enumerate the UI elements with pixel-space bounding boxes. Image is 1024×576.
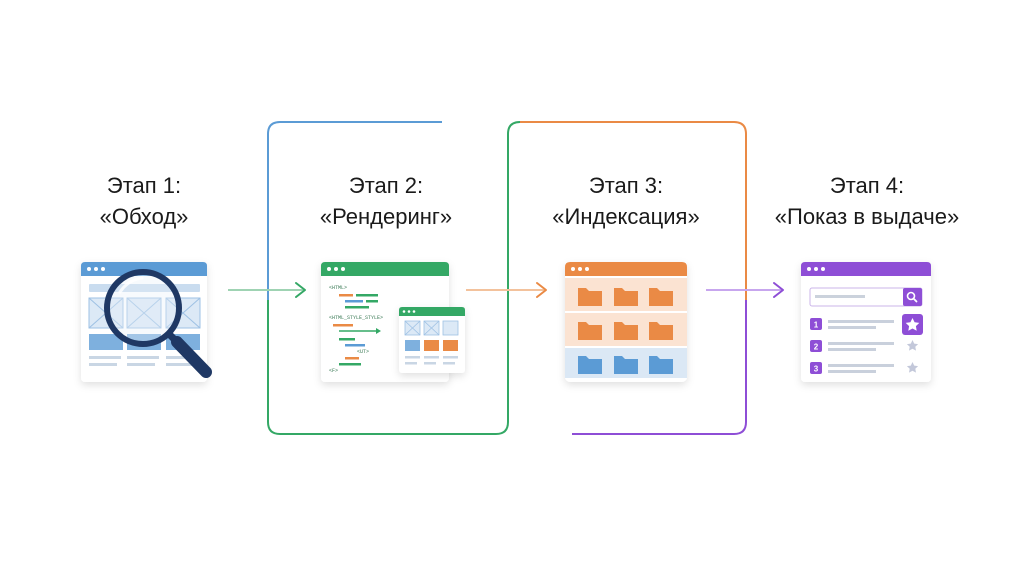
code-tag-f: <F>	[329, 368, 338, 374]
orange-frame-line	[520, 121, 747, 300]
browser-magnifier-icon	[81, 262, 212, 382]
stage-2-name: «Рендеринг»	[319, 204, 453, 229]
result-row-1: 1	[810, 318, 894, 330]
magnifier-icon	[104, 269, 212, 378]
star-featured-icon	[902, 314, 923, 335]
search-icon	[906, 291, 918, 303]
blue-frame-line	[267, 121, 442, 300]
green-frame-line	[267, 121, 521, 435]
stage-4-label: Этап 4:	[829, 173, 905, 198]
result-row-2: 2	[810, 340, 894, 352]
result-rank-2: 2	[814, 343, 819, 352]
stage-4-title: Этап 4: «Показ в выдаче»	[752, 170, 982, 232]
code-render-icon: <HTML> <HTML_STYLE_STYLE> <UT> <F>	[321, 262, 465, 382]
arrow-3-4	[706, 282, 784, 298]
code-tag-html: <HTML>	[329, 285, 347, 291]
stage-2-label: Этап 2:	[348, 173, 424, 198]
result-rank-1: 1	[814, 321, 819, 330]
rendered-page-preview	[399, 307, 465, 373]
stage-3-name: «Индексация»	[552, 204, 700, 229]
stage-1-title: Этап 1: «Обход»	[29, 170, 259, 232]
purple-frame-line	[572, 300, 747, 435]
code-tag-style: <HTML_STYLE_STYLE>	[329, 315, 383, 321]
arrow-2-3	[466, 282, 547, 298]
code-tag-ut: <UT>	[357, 349, 369, 355]
stage-1-name: «Обход»	[99, 204, 189, 229]
stage-4-name: «Показ в выдаче»	[774, 204, 960, 229]
result-rank-3: 3	[814, 365, 819, 374]
search-results-icon: 1 2 3	[801, 262, 931, 382]
result-row-3: 3	[810, 362, 894, 374]
folder-database-icon	[565, 262, 687, 382]
arrow-1-2	[228, 282, 306, 298]
stage-3-label: Этап 3:	[588, 173, 664, 198]
star-icon-2	[906, 340, 919, 351]
stage-1-label: Этап 1:	[106, 173, 182, 198]
stage-3-title: Этап 3: «Индексация»	[511, 170, 741, 232]
star-icon-3	[906, 362, 919, 373]
stage-2-title: Этап 2: «Рендеринг»	[271, 170, 501, 232]
